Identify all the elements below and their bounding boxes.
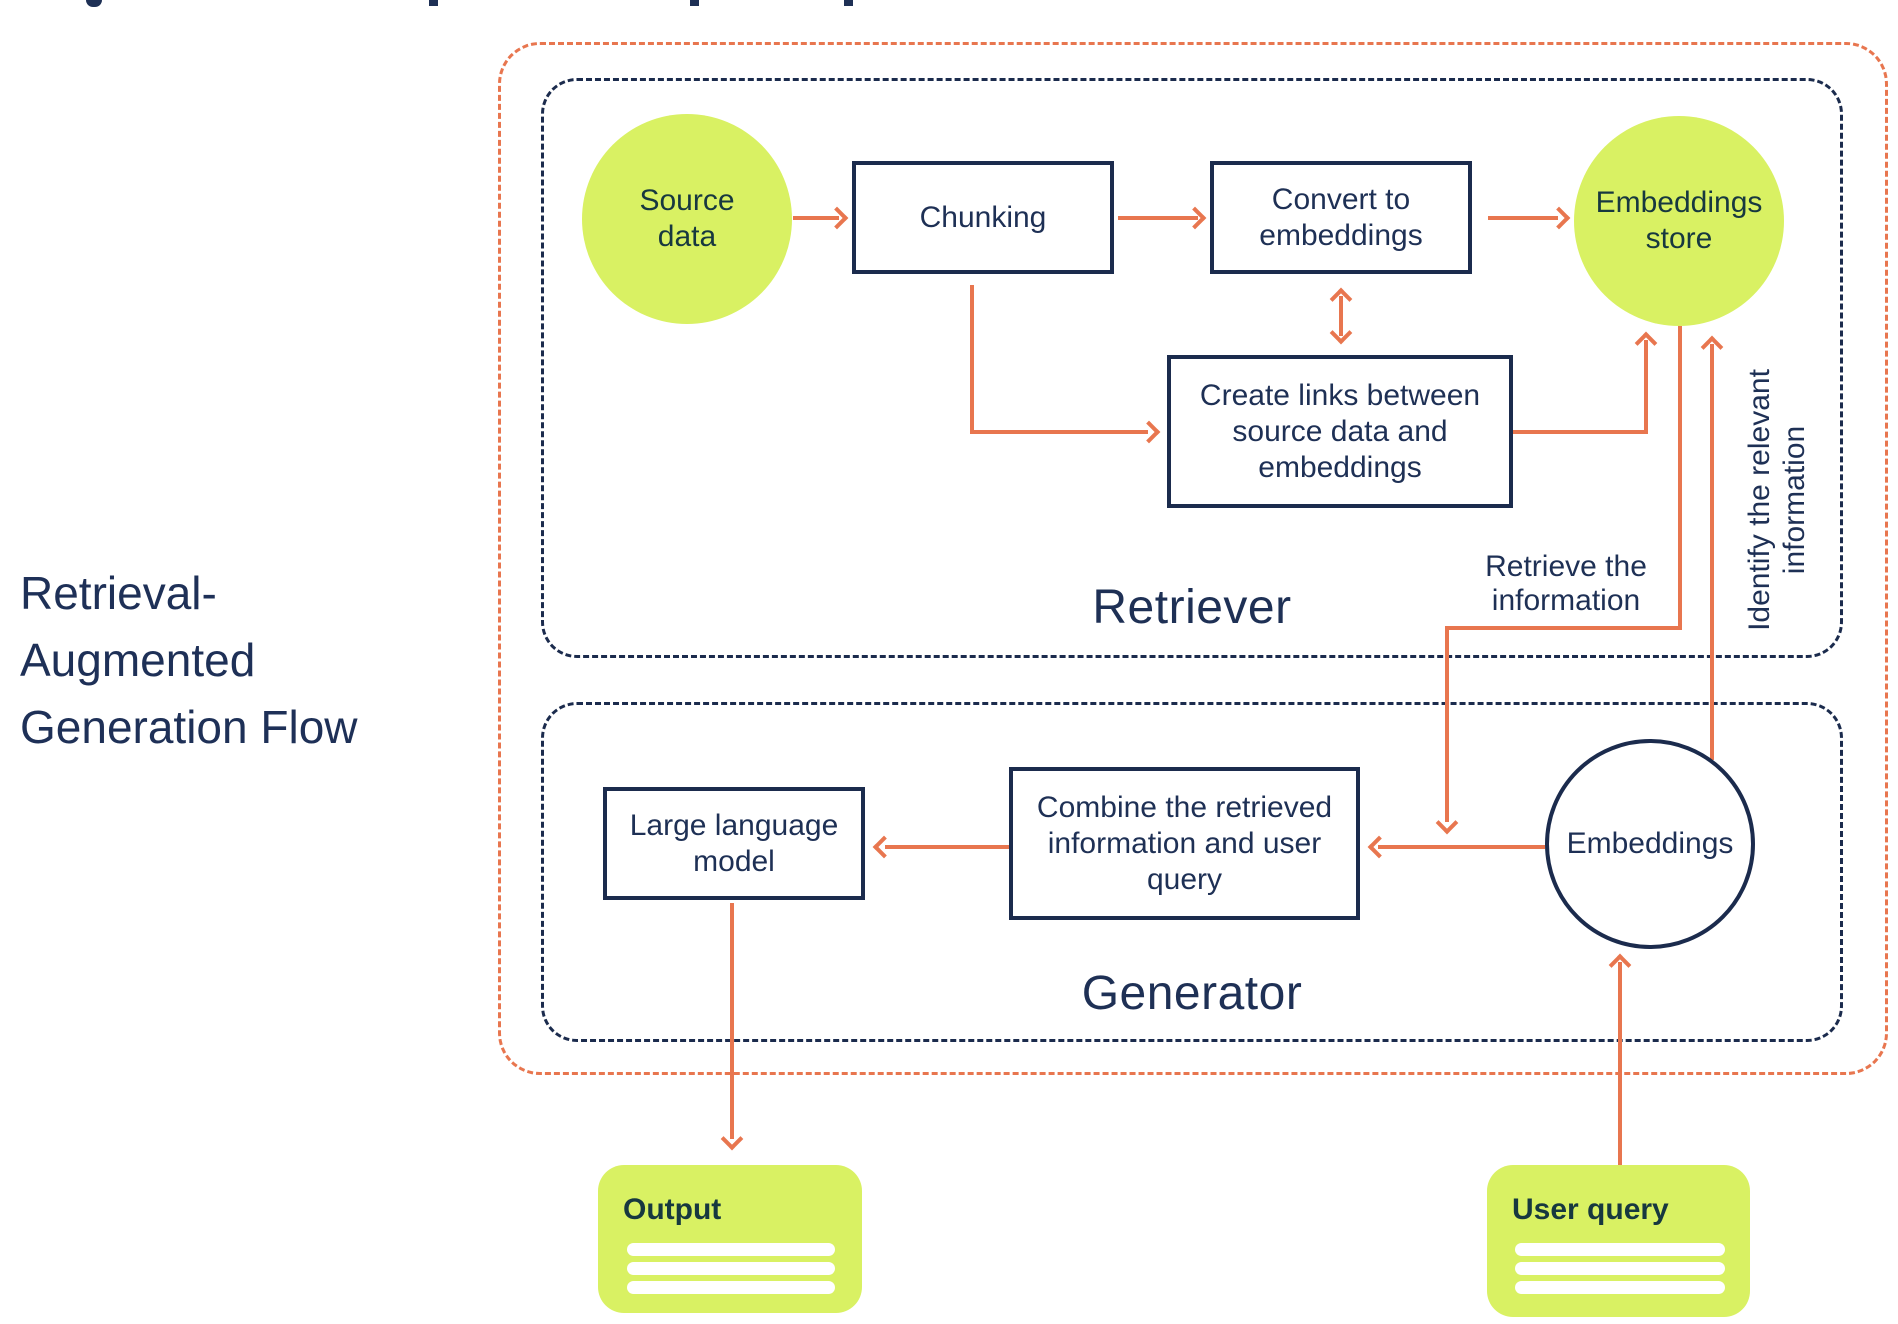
node-label: Source data: [639, 184, 735, 253]
text-line-placeholder: [627, 1281, 835, 1294]
node-label: Embeddings store: [1595, 186, 1763, 255]
retriever-group: [541, 78, 1843, 658]
clipped-text-fragment: [690, 0, 699, 6]
generator-group-label: Generator: [1081, 967, 1303, 1020]
node-label: Embeddings: [1566, 827, 1734, 860]
node-large-language-model: Large language model: [603, 787, 865, 900]
page-title: Retrieval- Augmented Generation Flow: [20, 560, 450, 761]
card-title: Output: [623, 1193, 722, 1226]
node-user-query: User query: [1487, 1165, 1750, 1317]
page-title-line: Generation Flow: [20, 701, 358, 753]
clipped-text-fragment: [844, 0, 853, 6]
edge-retrieve-horizontal: [1445, 626, 1682, 630]
node-label: Chunking: [919, 200, 1047, 234]
retriever-group-label: Retriever: [1092, 581, 1292, 634]
clipped-text-fragment: [86, 0, 102, 7]
edge-llm-to-output: [730, 903, 734, 1139]
node-label: Create links between source data and emb…: [1199, 378, 1481, 484]
identify-information-label: Identify the relevant information: [1743, 369, 1811, 631]
node-label: Large language model: [629, 808, 839, 878]
node-chunking: Chunking: [852, 161, 1114, 274]
node-create-links: Create links between source data and emb…: [1167, 355, 1513, 508]
clipped-text-fragment: [429, 0, 438, 6]
node-combine: Combine the retrieved information and us…: [1009, 767, 1360, 920]
edge-chunking-to-convert: [1118, 216, 1198, 220]
edge-combine-to-llm: [885, 845, 1009, 849]
edge-source-to-chunking: [793, 216, 839, 220]
node-embeddings-store: Embeddings store: [1574, 116, 1784, 326]
node-convert-to-embeddings: Convert to embeddings: [1210, 161, 1472, 274]
node-label: Combine the retrieved information and us…: [1036, 790, 1333, 896]
edge-convert-links-double: [1339, 296, 1343, 336]
rag-outer-group: [498, 42, 1888, 1075]
arrowhead-down-icon: [720, 1127, 744, 1151]
edge-embeddings-to-combine: [1378, 845, 1545, 849]
edge-convert-to-store: [1488, 216, 1558, 220]
page-title-line: Retrieval-: [20, 567, 217, 619]
text-line-placeholder: [1515, 1243, 1725, 1256]
text-line-placeholder: [1515, 1262, 1725, 1275]
retrieve-information-label: Retrieve the information: [1485, 550, 1647, 617]
edge-links-to-store-vertical: [1644, 340, 1648, 434]
edge-retrieve-vertical-1: [1678, 326, 1682, 630]
edge-links-to-store-horizontal: [1513, 430, 1646, 434]
node-output: Output: [598, 1165, 862, 1313]
card-title: User query: [1512, 1193, 1669, 1226]
edge-retrieve-vertical-2: [1445, 626, 1449, 822]
page-title-line: Augmented: [20, 634, 256, 686]
edge-identify-vertical: [1710, 344, 1714, 760]
node-embeddings: Embeddings: [1545, 739, 1755, 949]
edge-chunking-to-links-horizontal: [970, 430, 1148, 434]
node-label: Convert to embeddings: [1259, 182, 1423, 252]
text-line-placeholder: [627, 1262, 835, 1275]
edge-userquery-to-embeddings: [1618, 962, 1622, 1165]
node-source-data: Source data: [582, 114, 792, 324]
edge-chunking-to-links-vertical: [970, 285, 974, 432]
text-line-placeholder: [1515, 1281, 1725, 1294]
generator-group: [541, 702, 1843, 1042]
text-line-placeholder: [627, 1243, 835, 1256]
